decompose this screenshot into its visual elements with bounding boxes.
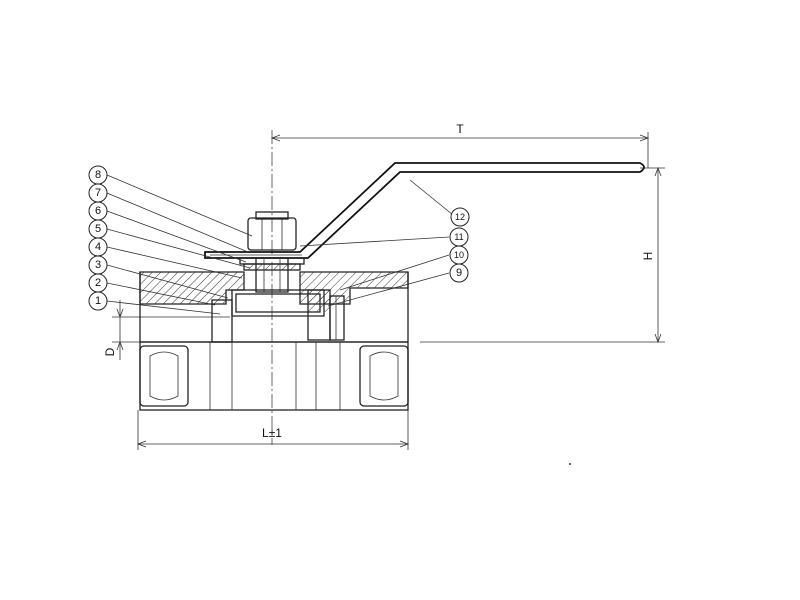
callout-4: 4 [88,237,108,257]
dimension-L-label: L±1 [262,426,282,440]
callout-3: 3 [88,255,108,275]
dimension-H-label: H [641,252,655,261]
dimension-T-label: T [456,122,464,136]
callout-11: 11 [449,227,469,247]
stray-dot [569,463,571,465]
callout-10-label: 10 [454,250,464,260]
dimension-D-label: D [103,347,117,356]
callout-4-label: 4 [95,241,101,253]
callout-1-label: 1 [95,295,101,307]
lever-handle [204,162,645,259]
valve-body-lower [139,341,409,411]
ball-and-seats [211,289,345,343]
callout-6-label: 6 [95,205,101,217]
dimension-D: D [103,300,230,360]
callout-2-label: 2 [95,277,101,289]
stem-assembly [239,257,305,293]
callout-1: 1 [88,291,108,311]
callout-7-label: 7 [95,187,101,199]
callout-6: 6 [88,201,108,221]
callout-12-label: 12 [455,212,465,222]
valve-body-top [139,271,409,343]
callout-11-label: 11 [454,232,463,242]
dimension-H: H [420,166,665,344]
callout-3-label: 3 [95,259,101,271]
callout-9-label: 9 [456,267,462,279]
callout-5: 5 [88,219,108,239]
dimension-T: T [270,122,650,168]
callout-7: 7 [88,183,108,203]
callout-9: 9 [449,263,469,283]
callout-12: 12 [450,207,470,227]
callout-5-label: 5 [95,223,101,235]
callout-10: 10 [449,245,469,265]
callout-2: 2 [88,273,108,293]
callout-8: 8 [88,165,108,185]
callout-8-label: 8 [95,169,101,181]
dimension-L: L±1 [136,410,410,450]
leader-lines [106,174,454,315]
